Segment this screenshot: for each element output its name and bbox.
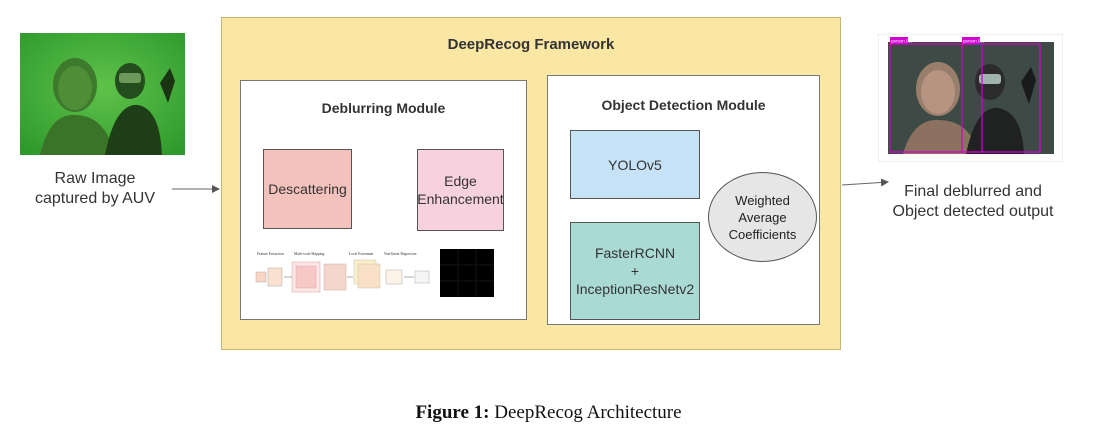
descattering-box: Descattering	[263, 149, 352, 229]
framework-title: DeepRecog Framework	[447, 36, 615, 53]
frcnn-label-line2: + InceptionResNetv2	[575, 263, 695, 297]
deblurring-module-title: Deblurring Module	[321, 100, 446, 116]
edge-label-line1: Edge	[444, 173, 477, 189]
figure-caption: Figure 1: DeepRecog Architecture	[0, 402, 1097, 424]
stage-label-3: Local Extremum	[349, 252, 373, 256]
input-label: Raw Image captured by AUV	[20, 169, 170, 209]
input-label-line2: captured by AUV	[34, 190, 156, 207]
detection-box-1	[889, 43, 983, 153]
arrow-framework-to-output	[841, 178, 889, 187]
deblur-output-thumbnail	[440, 249, 494, 297]
yolov5-box: YOLOv5	[570, 130, 700, 199]
stage-label-2: Multi-scale Mapping	[294, 252, 324, 256]
edge-enhancement-box: Edge Enhancement	[417, 149, 504, 231]
detection-box-2	[961, 43, 1041, 153]
caption-text: DeepRecog Architecture	[489, 402, 682, 423]
stage-label-4: Non-linear Regression	[384, 252, 417, 256]
input-label-line1: Raw Image	[54, 170, 136, 187]
weighted-average-node: Weighted Average Coefficients	[708, 172, 817, 262]
detection-tag-1: person 0.9	[891, 39, 913, 44]
output-label-line2: Object detected output	[892, 203, 1054, 220]
detection-tag-2: person 0.9	[963, 39, 985, 44]
frcnn-label-line1: FasterRCNN	[594, 245, 676, 261]
raw-underwater-image	[20, 33, 185, 155]
deblur-network-diagram: Feature Extraction Multi-scale Mapping L…	[255, 252, 430, 293]
weighted-label-line2: Average	[738, 209, 787, 225]
object-detection-module-title: Object Detection Module	[601, 97, 766, 113]
fasterrcnn-box: FasterRCNN + InceptionResNetv2	[570, 222, 700, 320]
weighted-label-line3: Coefficients	[728, 226, 797, 242]
output-label: Final deblurred and Object detected outp…	[868, 182, 1078, 222]
output-label-line1: Final deblurred and	[904, 183, 1042, 200]
stage-label-1: Feature Extraction	[257, 252, 284, 256]
caption-prefix: Figure 1:	[415, 402, 490, 423]
weighted-label-line1: Weighted	[735, 192, 790, 208]
edge-label-line2: Enhancement	[417, 191, 504, 207]
output-detected-image: person 0.9 person 0.9	[878, 34, 1063, 162]
